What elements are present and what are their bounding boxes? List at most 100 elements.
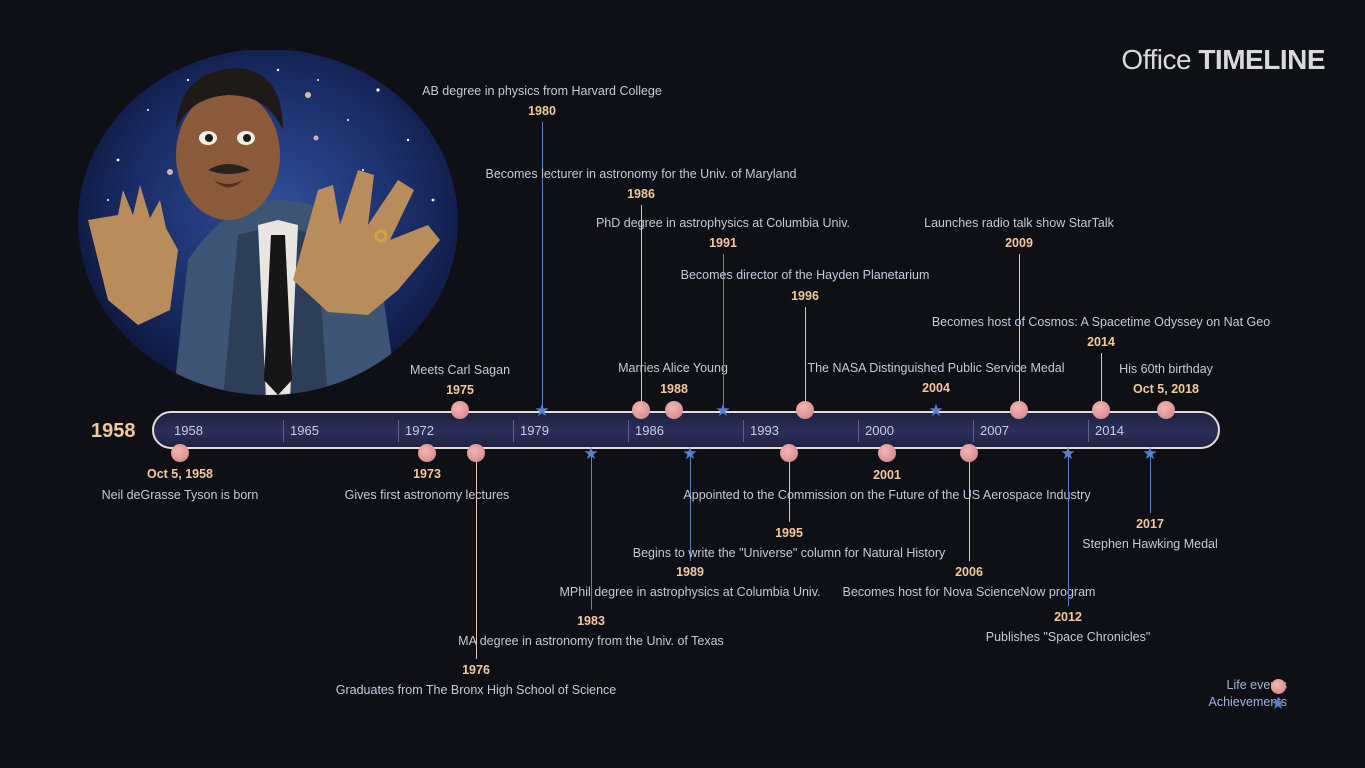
event-stem: [1149, 454, 1151, 513]
event-label: Appointed to the Commission on the Futur…: [683, 488, 1091, 502]
event-stem: [689, 454, 691, 561]
legend-achievements-label: Achievements: [1208, 695, 1287, 709]
event-date: 1991: [709, 236, 737, 250]
event-stem: [475, 453, 477, 659]
event-label: AB degree in physics from Harvard Colleg…: [422, 84, 662, 98]
achievement-star-icon: ★: [1060, 444, 1076, 463]
axis-tick-label: 1979: [520, 423, 549, 438]
event-label: The NASA Distinguished Public Service Me…: [807, 361, 1065, 375]
axis-tick: 1965: [283, 420, 319, 442]
axis-tick-label: 2000: [865, 423, 894, 438]
axis-tick: 2000: [858, 420, 894, 442]
legend-achievement-star-icon: ★: [1270, 694, 1286, 713]
life-event-circle-icon: [171, 444, 189, 462]
life-event-circle-icon: [632, 401, 650, 419]
event-label: Becomes director of the Hayden Planetari…: [680, 268, 930, 282]
life-event-circle-icon: [1010, 401, 1028, 419]
achievement-star-icon: ★: [682, 444, 698, 463]
event-label: Stephen Hawking Medal: [1082, 537, 1218, 551]
event-stem: [722, 254, 724, 411]
event-date: 2001: [873, 468, 901, 482]
life-event-circle-icon: [796, 401, 814, 419]
event-date: 1995: [775, 526, 803, 540]
event-label: Gives first astronomy lectures: [344, 488, 510, 502]
axis-tick-label: 1958: [174, 423, 203, 438]
life-event-circle-icon: [665, 401, 683, 419]
event-date: Oct 5, 2018: [1132, 382, 1200, 396]
axis-tick-label: 1972: [405, 423, 434, 438]
event-date: 1986: [627, 187, 655, 201]
event-stem: [590, 454, 592, 610]
axis-tick-label: 1965: [290, 423, 319, 438]
event-label: Becomes host for Nova ScienceNow program: [842, 585, 1096, 599]
event-label: Launches radio talk show StarTalk: [924, 216, 1114, 230]
start-year-badge: 1958: [91, 420, 136, 442]
event-stem: [541, 122, 543, 411]
event-date: 2012: [1054, 610, 1082, 624]
axis-tick: 2014: [1088, 420, 1124, 442]
event-stem: [968, 453, 970, 561]
event-date: 1996: [791, 289, 819, 303]
axis-tick-label: 2007: [980, 423, 1009, 438]
event-date: Oct 5, 1958: [146, 467, 214, 481]
event-stem: [1018, 254, 1020, 410]
portrait-illustration: [78, 50, 458, 395]
event-date: 1983: [577, 614, 605, 628]
event-date: 1975: [446, 383, 474, 397]
event-label: Graduates from The Bronx High School of …: [335, 683, 617, 697]
legend-life-circle-icon: [1271, 679, 1286, 694]
achievement-star-icon: ★: [583, 444, 599, 463]
achievement-star-icon: ★: [1142, 444, 1158, 463]
event-date: 1980: [528, 104, 556, 118]
achievement-star-icon: ★: [534, 401, 550, 420]
axis-tick: 1993: [743, 420, 779, 442]
brand-office: Office: [1121, 44, 1192, 75]
event-label: PhD degree in astrophysics at Columbia U…: [595, 216, 851, 230]
axis-tick: 1979: [513, 420, 549, 442]
event-label: Becomes lecturer in astronomy for the Un…: [485, 167, 797, 181]
life-event-circle-icon: [467, 444, 485, 462]
life-event-circle-icon: [1157, 401, 1175, 419]
legend-achievements: Achievements: [1208, 695, 1287, 709]
axis-tick: 1972: [398, 420, 434, 442]
event-stem: [1100, 353, 1102, 410]
event-stem: [640, 205, 642, 410]
life-event-circle-icon: [1092, 401, 1110, 419]
brand-timeline: TIMELINE: [1198, 44, 1325, 75]
event-label: MA degree in astronomy from the Univ. of…: [458, 634, 724, 648]
event-label: Becomes host of Cosmos: A Spacetime Odys…: [931, 315, 1271, 329]
brand-logo: Office TIMELINE: [1121, 44, 1325, 76]
axis-tick-label: 2014: [1095, 423, 1124, 438]
event-label: Marries Alice Young: [618, 361, 728, 375]
axis-tick-label: 1986: [635, 423, 664, 438]
event-stem: [1067, 454, 1069, 606]
event-date: 2017: [1136, 517, 1164, 531]
event-date: 1973: [413, 467, 441, 481]
life-event-circle-icon: [418, 444, 436, 462]
event-stem: [804, 307, 806, 410]
achievement-star-icon: ★: [715, 401, 731, 420]
life-event-circle-icon: [780, 444, 798, 462]
event-date: 2009: [1005, 236, 1033, 250]
life-event-circle-icon: [960, 444, 978, 462]
event-label: MPhil degree in astrophysics at Columbia…: [559, 585, 821, 599]
life-event-circle-icon: [878, 444, 896, 462]
event-date: 2014: [1087, 335, 1115, 349]
event-stem: [788, 453, 790, 522]
event-date: 1976: [462, 663, 490, 677]
event-label: Publishes "Space Chronicles": [985, 630, 1151, 644]
event-label: Neil deGrasse Tyson is born: [101, 488, 259, 502]
event-date: 1989: [676, 565, 704, 579]
event-label: Meets Carl Sagan: [409, 363, 511, 377]
event-label: His 60th birthday: [1119, 362, 1213, 376]
event-date: 2004: [922, 381, 950, 395]
axis-tick: 1986: [628, 420, 664, 442]
axis-tick: 2007: [973, 420, 1009, 442]
timeline-bar: [152, 411, 1220, 449]
achievement-star-icon: ★: [928, 401, 944, 420]
event-date: 1988: [660, 382, 688, 396]
life-event-circle-icon: [451, 401, 469, 419]
event-label: Begins to write the "Universe" column fo…: [632, 546, 946, 560]
event-date: 2006: [955, 565, 983, 579]
